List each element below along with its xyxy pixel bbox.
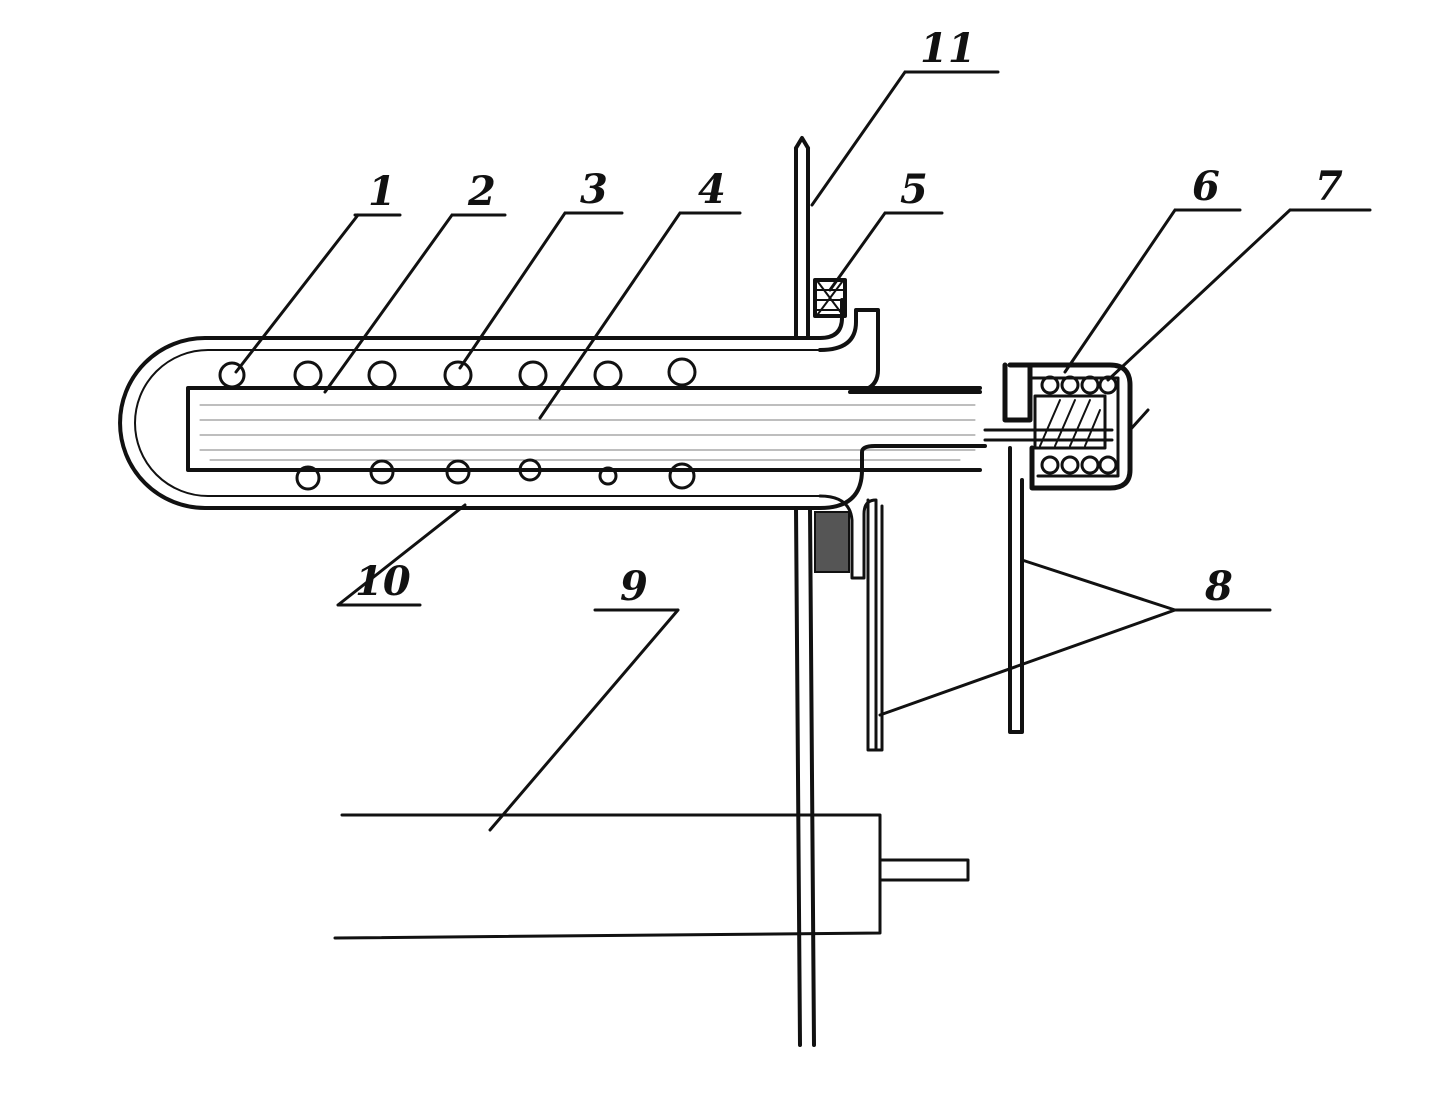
end-housing [983, 362, 1150, 491]
coil-ring [367, 360, 397, 390]
seal-upper-hatch [814, 281, 846, 315]
label-8: 8 [1204, 563, 1233, 610]
leader-10 [336, 503, 467, 607]
body-pin [878, 858, 970, 882]
label-11: 11 [920, 25, 976, 72]
coil-ring [598, 466, 618, 486]
label-10: 10 [355, 558, 411, 605]
coil-ring [445, 459, 471, 485]
label-4: 4 [698, 166, 726, 213]
leader-9 [488, 608, 680, 832]
coil-ring [443, 360, 473, 390]
label-6: 6 [1192, 163, 1220, 210]
tube-assembly [118, 298, 987, 752]
leader-5 [828, 211, 944, 292]
housing-block [1033, 394, 1107, 450]
tube-lower-flange [818, 444, 987, 510]
part-labels: 1 2 3 4 5 6 7 8 9 10 11 [355, 25, 1343, 610]
coil-ring [518, 458, 542, 482]
leader-11 [810, 70, 1000, 207]
coil-ring [369, 459, 395, 485]
roller [1098, 375, 1118, 395]
lead-right [1008, 446, 1024, 734]
wall-lower [794, 506, 816, 1047]
coil-ring [593, 360, 623, 390]
seal-upper [813, 278, 847, 318]
coil-ring [218, 361, 246, 389]
leader-8 [878, 558, 1272, 717]
core-fibers [199, 404, 976, 461]
coil-ring [295, 465, 321, 491]
label-1: 1 [368, 168, 396, 215]
tube-lower-skirt [818, 494, 878, 752]
coil-ring [518, 360, 548, 390]
tube-upper-flange [818, 308, 982, 394]
leader-4 [538, 211, 742, 420]
electrode-leads [1008, 446, 1024, 734]
leader-7 [1106, 208, 1372, 382]
inner-core [186, 386, 982, 472]
label-9: 9 [620, 563, 648, 610]
tube-lower-skirt-2 [866, 498, 884, 752]
housing-axle [983, 408, 1150, 442]
housing-hatch [1039, 399, 1101, 447]
roller [1040, 375, 1060, 395]
outer-tube-inner-wall [134, 349, 821, 497]
mounting-wall [794, 136, 816, 1047]
leader-lines [234, 70, 1372, 832]
seal-lower [814, 511, 850, 573]
roller [1060, 375, 1080, 395]
leader-6 [1063, 208, 1242, 374]
outer-tube [118, 336, 822, 510]
coil-ring [667, 357, 697, 387]
leader-2 [323, 213, 507, 394]
housing-shell [1002, 362, 1133, 491]
label-5: 5 [900, 166, 928, 213]
tube-upper-bend [818, 298, 844, 340]
label-7: 7 [1315, 163, 1343, 210]
roller [1098, 455, 1118, 475]
seal-block [813, 278, 850, 573]
roller [1060, 455, 1080, 475]
leader-3 [458, 211, 624, 370]
body-outline [333, 813, 882, 940]
roller [1080, 455, 1100, 475]
roller [1080, 375, 1100, 395]
label-2: 2 [467, 168, 496, 215]
coil-ring [293, 360, 323, 390]
roller [1040, 455, 1060, 475]
label-3: 3 [580, 166, 608, 213]
coil-ring [668, 462, 696, 490]
wall-upper [794, 136, 810, 340]
lower-body [333, 813, 970, 940]
leader-1 [234, 213, 402, 374]
